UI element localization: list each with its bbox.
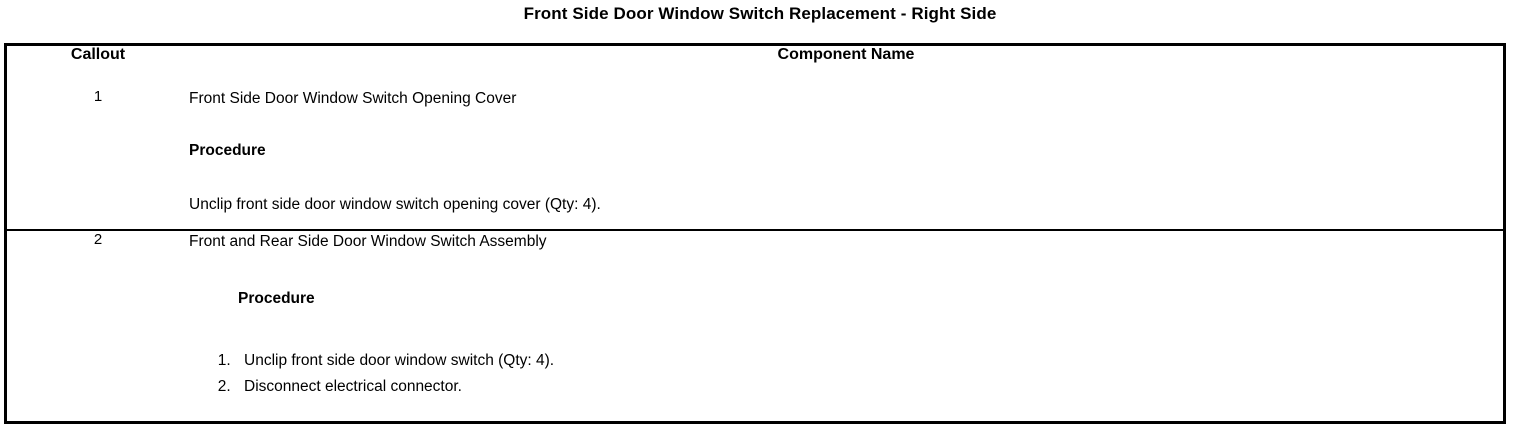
procedure-table: Callout Component Name 1 Front Side Door… bbox=[7, 46, 1503, 421]
component-cell: Front Side Door Window Switch Opening Co… bbox=[189, 88, 1503, 230]
procedure-step-list: Unclip front side door window switch (Qt… bbox=[189, 348, 1503, 400]
list-item: Unclip front side door window switch (Qt… bbox=[235, 348, 1503, 374]
page-title: Front Side Door Window Switch Replacemen… bbox=[523, 4, 997, 23]
list-item: Disconnect electrical connector. bbox=[235, 374, 1503, 400]
table-row: 2 Front and Rear Side Door Window Switch… bbox=[7, 229, 1503, 421]
procedure-label: Procedure bbox=[189, 142, 266, 159]
table-header: Callout Component Name bbox=[7, 46, 1503, 88]
procedure-table-container: Callout Component Name 1 Front Side Door… bbox=[4, 43, 1506, 424]
table-header-row: Callout Component Name bbox=[7, 46, 1503, 88]
column-header-callout: Callout bbox=[70, 46, 126, 63]
component-title: Front and Rear Side Door Window Switch A… bbox=[189, 233, 547, 251]
procedure-label: Procedure bbox=[238, 290, 315, 308]
callout-number: 1 bbox=[93, 88, 103, 105]
table-row: 1 Front Side Door Window Switch Opening … bbox=[7, 88, 1503, 230]
callout-number: 2 bbox=[7, 229, 189, 421]
component-title: Front Side Door Window Switch Opening Co… bbox=[189, 90, 517, 107]
procedure-step-text: Unclip front side door window switch ope… bbox=[189, 196, 601, 213]
component-cell: Front and Rear Side Door Window Switch A… bbox=[189, 229, 1503, 421]
column-header-component-name: Component Name bbox=[777, 46, 915, 63]
table-body: 1 Front Side Door Window Switch Opening … bbox=[7, 88, 1503, 421]
